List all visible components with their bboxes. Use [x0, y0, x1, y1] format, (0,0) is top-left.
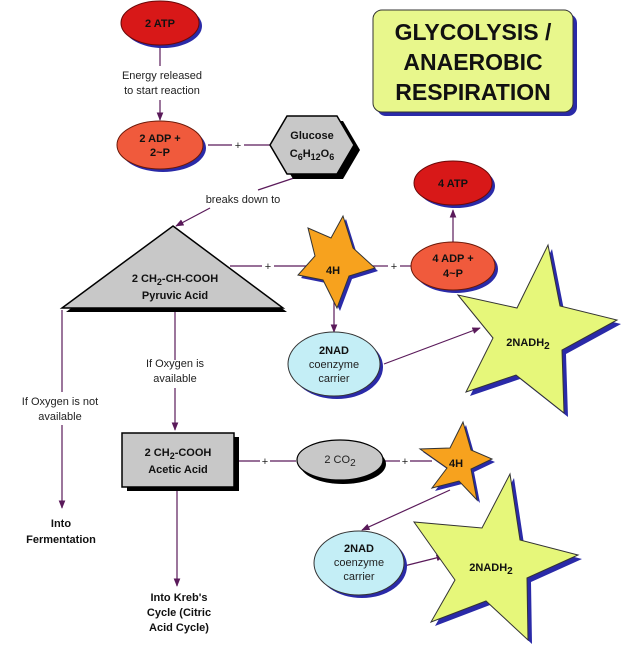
node-2-adp: 2 ADP + 2~P [116, 120, 206, 172]
node-2nad-top: 2NAD coenzyme carrier [287, 331, 383, 399]
oxygen-available-line1: If Oxygen is [146, 358, 205, 370]
star-4h-top-label: 4H [326, 265, 340, 277]
nad-top-line1: 2NAD [319, 345, 349, 357]
node-2-co2: 2 CO2 [296, 439, 386, 484]
node-acetic-acid: 2 CH2-COOH Acetic Acid [121, 432, 239, 491]
node-2nadh2-star-bottom: 2NADH2 [412, 472, 582, 644]
nadh-top-label: 2NADH2 [506, 337, 550, 352]
nad-top-line3: carrier [318, 373, 350, 385]
adp-right-line1: 4 ADP + [432, 253, 473, 265]
plus-sign: + [391, 261, 397, 273]
pyruvic-formula: 2 CH2-CH-COOH [132, 273, 218, 287]
co2-label: 2 CO2 [324, 454, 356, 469]
arrow-nad-nadh-bottom [403, 554, 445, 567]
acetic-formula: 2 CH2-COOH [145, 447, 212, 461]
title-line1: GLYCOLYSIS / [395, 19, 552, 45]
plus-sign: + [262, 456, 268, 468]
arrow-nad-nadh [383, 327, 481, 365]
nad-top-line2: coenzyme [309, 359, 359, 371]
node-2nad-bottom: 2NAD coenzyme carrier [313, 530, 407, 598]
oxygen-not-available-line2: available [38, 411, 81, 423]
oxygen-available-line2: available [153, 373, 196, 385]
plus-sign: + [402, 456, 408, 468]
atp-top-label: 2 ATP [145, 18, 175, 30]
title-line3: RESPIRATION [395, 79, 550, 105]
node-4h-star-bottom: 4H [418, 420, 495, 503]
adp-right-line2: 4~P [443, 268, 463, 280]
nad-bottom-line1: 2NAD [344, 543, 374, 555]
arrow-breaks-pyruvic [175, 207, 211, 227]
breaks-down-label: breaks down to [206, 194, 281, 206]
star-4h-bottom-label: 4H [449, 458, 463, 470]
acetic-label: Acetic Acid [148, 464, 208, 476]
krebs-line1: Into Kreb's [150, 592, 207, 604]
pyruvic-label: Pyruvic Acid [142, 290, 208, 302]
fermentation-line2: Fermentation [26, 534, 96, 546]
nadh-bottom-label: 2NADH2 [469, 562, 513, 577]
node-pyruvic-acid: 2 CH2-CH-COOH Pyruvic Acid [59, 225, 287, 312]
node-4h-star-top: 4H [297, 214, 378, 311]
title-line2: ANAEROBIC [403, 49, 542, 75]
arrow-4h-nad-bottom [361, 489, 451, 531]
atp-right-label: 4 ATP [438, 178, 468, 190]
node-4-atp: 4 ATP [413, 160, 495, 208]
node-2nadh2-star-top: 2NADH2 [456, 243, 621, 417]
energy-label-line2: to start reaction [124, 85, 200, 97]
nad-bottom-line3: carrier [343, 571, 375, 583]
adp-top-line1: 2 ADP + [139, 133, 180, 145]
glucose-label: Glucose [290, 130, 333, 142]
plus-sign: + [265, 261, 271, 273]
krebs-line2: Cycle (Citric [147, 607, 211, 619]
node-2-atp: 2 ATP [120, 0, 202, 48]
oxygen-not-available-line1: If Oxygen is not [22, 396, 98, 408]
node-4-adp: 4 ADP + 4~P [410, 241, 498, 293]
node-glucose: Glucose C6H12O6 [269, 115, 360, 179]
title-box: GLYCOLYSIS / ANAEROBIC RESPIRATION [372, 9, 577, 116]
adp-top-line2: 2~P [150, 147, 170, 159]
fermentation-line1: Into [51, 518, 71, 530]
plus-sign: + [235, 140, 241, 152]
nad-bottom-line2: coenzyme [334, 557, 384, 569]
krebs-line3: Acid Cycle) [149, 622, 209, 634]
glucose-formula: C6H12O6 [290, 148, 335, 162]
connectors [58, 48, 481, 587]
energy-label-line1: Energy released [122, 70, 202, 82]
